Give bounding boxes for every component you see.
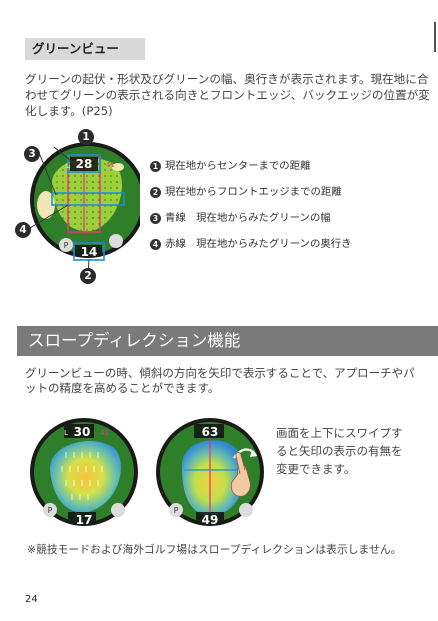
small-distance-a: 41 — [106, 161, 115, 169]
svg-text:P: P — [64, 241, 69, 250]
slope-watch-right: 63 49 P — [156, 418, 264, 527]
left-watch-top-distance: 30 — [74, 425, 91, 439]
right-watch-bottom-distance: 49 — [202, 513, 219, 527]
center-distance-box — [67, 154, 101, 173]
page-number: 24 — [25, 594, 38, 605]
legend-text-2: 現在地からフロントエッジまでの距離 — [165, 186, 342, 198]
left-watch-bottom-distance: 17 — [76, 513, 93, 527]
green-view-watch-figure: 28 L 41 14 P — [29, 142, 140, 274]
pin-button-icon — [43, 503, 57, 517]
pin-button-icon — [169, 503, 183, 517]
marker-2: 2 — [80, 268, 96, 284]
ball-button-icon — [111, 503, 125, 517]
left-watch-small: 41 — [100, 429, 109, 437]
marker-1: 1 — [78, 129, 94, 145]
watch-bottom-distance: 14 — [81, 245, 98, 259]
legend-text-1: 現在地からセンターまでの距離 — [165, 160, 311, 172]
legend-list: 1 現在地からセンターまでの距離 2 現在地からフロントエッジまでの距離 3 青… — [150, 153, 352, 257]
swipe-hand-icon — [230, 448, 257, 497]
legend-item-2: 2 現在地からフロントエッジまでの距離 — [150, 179, 352, 205]
marker-4: 4 — [15, 222, 31, 238]
svg-text:P: P — [48, 506, 53, 515]
green-view-intro: グリーンの起伏・形状及びグリーンの幅、奥行きが表示されます。現在地に合わせてグリ… — [25, 72, 430, 118]
bunker-icon — [37, 191, 55, 219]
watch-top-distance: 28 — [76, 157, 93, 171]
pin-button-icon — [59, 238, 73, 252]
legend-num-4: 4 — [150, 238, 161, 250]
left-watch-flag: L — [64, 429, 68, 437]
legend-item-3: 3 青線 現在地からみたグリーンの幅 — [150, 205, 352, 231]
legend-item-1: 1 現在地からセンターまでの距離 — [150, 153, 352, 179]
page-edge-bar — [434, 22, 436, 52]
section-header-slope: スロープディレクション機能 — [17, 326, 438, 356]
ball-button-icon — [109, 234, 123, 248]
legend-text-3: 青線 現在地からみたグリーンの幅 — [165, 212, 331, 224]
footnote: ※競技モードおよび海外ゴルフ場はスロープディレクションは表示しません。 — [27, 543, 402, 556]
swipe-note: 画面を上下にスワイプすると矢印の表示の有無を変更できます。 — [276, 426, 403, 476]
ball-button-icon — [239, 503, 253, 517]
flag-label: L — [66, 162, 70, 170]
marker-3: 3 — [24, 146, 40, 162]
section-tag-green-view: グリーンビュー — [25, 38, 145, 60]
slope-heatmap — [49, 440, 121, 513]
legend-num-2: 2 — [150, 186, 161, 198]
slope-intro: グリーンビューの時、傾斜の方向を矢印で表示することで、アプローチやパットの精度を… — [25, 366, 415, 395]
legend-num-1: 1 — [150, 160, 161, 172]
slope-watch-left: 30 L 41 17 P — [30, 418, 138, 527]
width-line-blue — [51, 192, 125, 206]
slope-heatmap — [181, 440, 245, 516]
legend-num-3: 3 — [150, 212, 161, 224]
right-watch-top-distance: 63 — [202, 425, 219, 439]
legend-text-4: 赤線 現在地からみたグリーンの奥行き — [165, 238, 352, 250]
legend-item-4: 4 赤線 現在地からみたグリーンの奥行き — [150, 231, 352, 257]
svg-text:P: P — [174, 506, 179, 515]
